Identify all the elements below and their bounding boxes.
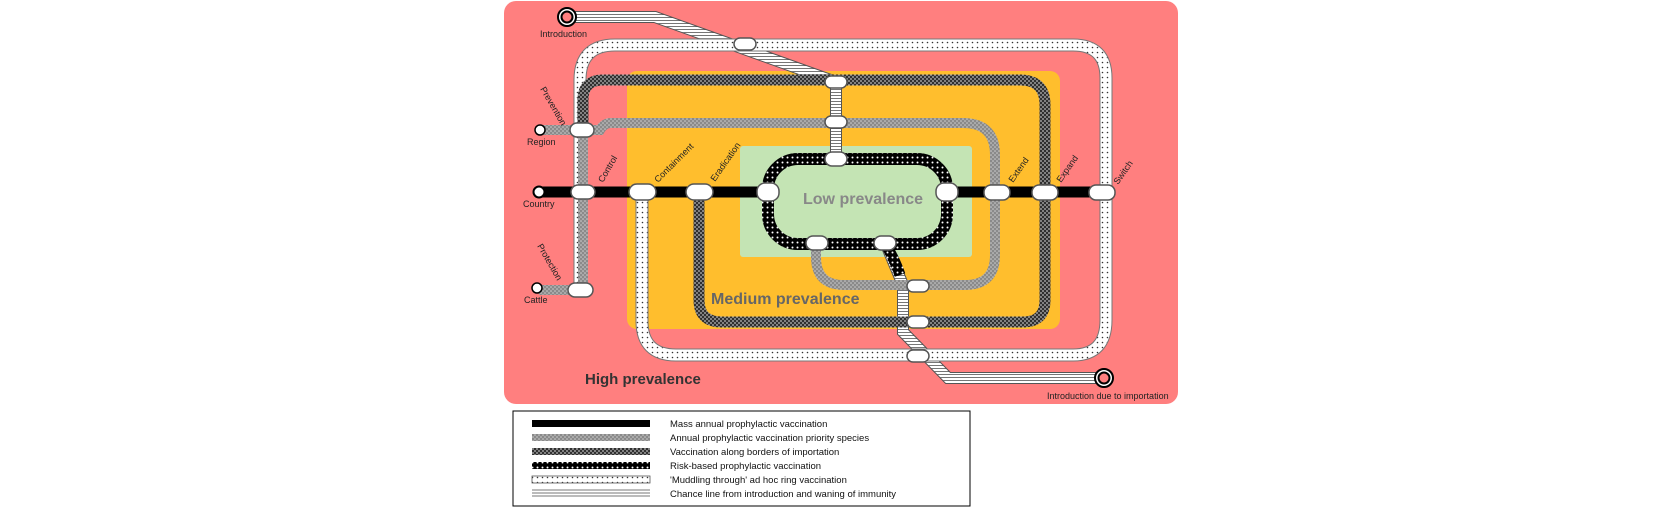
station-expand[interactable] [1031,184,1059,201]
station-low-west[interactable] [756,182,780,202]
label-cattle: Cattle [524,295,548,305]
label-region: Region [527,137,556,147]
legend-swatch-muddling [531,475,651,484]
station-bottom-2[interactable] [906,315,930,329]
terminals [531,7,1114,388]
label-importation: Introduction due to importation [1047,391,1169,401]
stations [567,37,1116,363]
legend-label-borders: Vaccination along borders of importation [670,447,839,458]
station-top-4[interactable] [824,151,848,167]
station-protection[interactable] [567,282,594,298]
station-top-3[interactable] [824,115,848,129]
terminal-cattle[interactable] [531,282,543,294]
station-eradication[interactable] [685,183,714,201]
medium-prevalence-label: Medium prevalence [711,291,860,308]
station-extend[interactable] [983,184,1011,201]
station-bottom-1[interactable] [906,279,930,293]
legend-label-mass: Mass annual prophylactic vaccination [670,419,827,430]
low-prevalence-label: Low prevalence [803,191,923,208]
legend-label-muddling: 'Muddling through' ad hoc ring vaccinati… [670,475,847,486]
low-prevalence-zone [740,146,972,257]
legend-label-risk: Risk-based prophylactic vaccination [670,461,821,472]
legend-swatch-mass [532,420,650,427]
legend-swatch-borders [532,448,650,455]
label-country: Country [523,199,555,209]
legend-swatch-chance [532,489,650,497]
station-top-1[interactable] [733,37,757,51]
high-prevalence-label: High prevalence [585,371,701,388]
legend-label-chance: Chance line from introduction and waning… [670,489,896,500]
legend-swatch-risk [532,462,650,469]
legend: Mass annual prophylactic vaccination Ann… [512,410,971,507]
station-low-bottom-2[interactable] [873,235,897,251]
station-prevention[interactable] [569,122,595,138]
terminal-region[interactable] [534,124,546,136]
label-introduction: Introduction [540,29,587,39]
legend-swatch-annual [532,434,650,441]
legend-label-annual: Annual prophylactic vaccination priority… [670,433,869,444]
station-control[interactable] [570,184,596,200]
station-bottom-3[interactable] [906,349,930,363]
station-low-bottom-1[interactable] [805,235,829,251]
station-top-2[interactable] [824,75,848,89]
annual-vaccination-line [539,118,1000,295]
station-containment[interactable] [628,183,657,201]
border-vaccination-line [577,74,1051,328]
terminal-country[interactable] [532,185,546,199]
station-switch[interactable] [1088,184,1116,201]
station-low-east[interactable] [935,182,959,202]
